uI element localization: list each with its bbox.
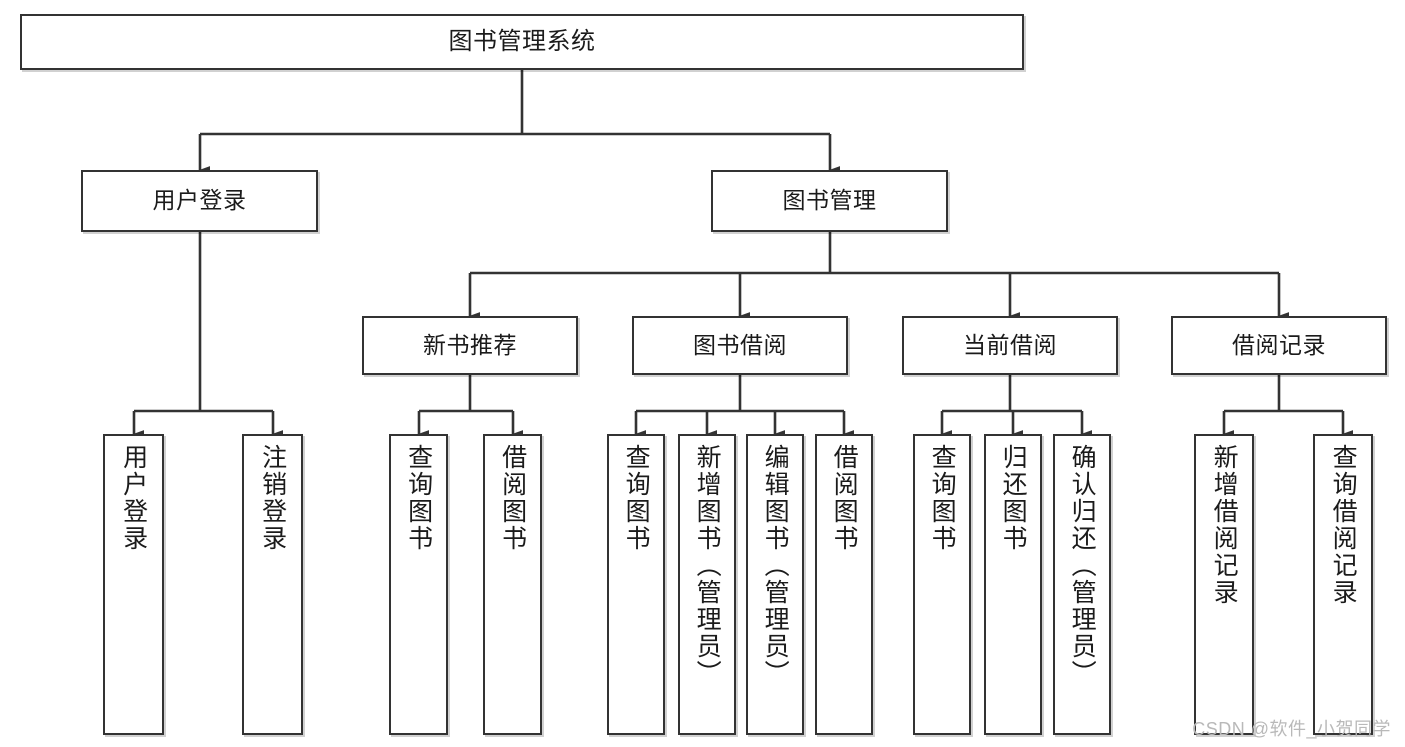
node-user-login[interactable]: 用户登录 [81, 170, 318, 232]
node-leaf-return-book[interactable]: 归还图书 [984, 434, 1042, 735]
node-current-borrow-label: 当前借阅 [963, 331, 1057, 358]
node-leaf-query-book-2-label: 查询图书 [622, 444, 651, 552]
node-leaf-borrow-book-2[interactable]: 借阅图书 [815, 434, 873, 735]
node-leaf-query-book-3-label: 查询图书 [928, 444, 957, 552]
node-book-manage[interactable]: 图书管理 [711, 170, 948, 232]
node-leaf-confirm-return-label: 确认归还（管理员） [1068, 444, 1097, 687]
node-leaf-add-record[interactable]: 新增借阅记录 [1194, 434, 1254, 735]
node-new-book-rec-label: 新书推荐 [423, 331, 517, 358]
node-leaf-borrow-book-2-label: 借阅图书 [830, 444, 859, 552]
node-leaf-query-record-label: 查询借阅记录 [1329, 444, 1358, 606]
node-current-borrow[interactable]: 当前借阅 [902, 316, 1118, 375]
node-root-label: 图书管理系统 [448, 27, 596, 55]
csdn-watermark: CSDN @软件_小贺同学 [1192, 719, 1391, 739]
node-leaf-confirm-return[interactable]: 确认归还（管理员） [1053, 434, 1111, 735]
node-leaf-add-record-label: 新增借阅记录 [1210, 444, 1239, 606]
node-leaf-add-book[interactable]: 新增图书（管理员） [678, 434, 736, 735]
node-leaf-query-book-2[interactable]: 查询图书 [607, 434, 665, 735]
node-leaf-query-book-3[interactable]: 查询图书 [913, 434, 971, 735]
node-leaf-edit-book[interactable]: 编辑图书（管理员） [746, 434, 804, 735]
node-leaf-borrow-book-1[interactable]: 借阅图书 [483, 434, 542, 735]
node-leaf-user-login[interactable]: 用户登录 [103, 434, 164, 735]
node-leaf-borrow-book-1-label: 借阅图书 [498, 444, 527, 552]
node-leaf-query-book-1-label: 查询图书 [404, 444, 433, 552]
node-borrow-record-label: 借阅记录 [1232, 331, 1326, 358]
node-user-login-label: 用户登录 [152, 187, 247, 214]
edge-paths [132, 70, 1354, 438]
node-book-manage-label: 图书管理 [782, 187, 877, 214]
node-leaf-add-book-label: 新增图书（管理员） [693, 444, 722, 687]
node-leaf-query-book-1[interactable]: 查询图书 [389, 434, 448, 735]
node-leaf-query-record[interactable]: 查询借阅记录 [1313, 434, 1373, 735]
node-new-book-rec[interactable]: 新书推荐 [362, 316, 578, 375]
node-leaf-logout[interactable]: 注销登录 [242, 434, 303, 735]
node-borrow-record[interactable]: 借阅记录 [1171, 316, 1387, 375]
node-leaf-logout-label: 注销登录 [258, 444, 287, 552]
node-leaf-edit-book-label: 编辑图书（管理员） [761, 444, 790, 687]
node-root[interactable]: 图书管理系统 [20, 14, 1024, 70]
node-book-borrow-label: 图书借阅 [693, 331, 787, 358]
node-leaf-return-book-label: 归还图书 [999, 444, 1028, 552]
node-book-borrow[interactable]: 图书借阅 [632, 316, 848, 375]
node-leaf-user-login-label: 用户登录 [119, 444, 148, 552]
